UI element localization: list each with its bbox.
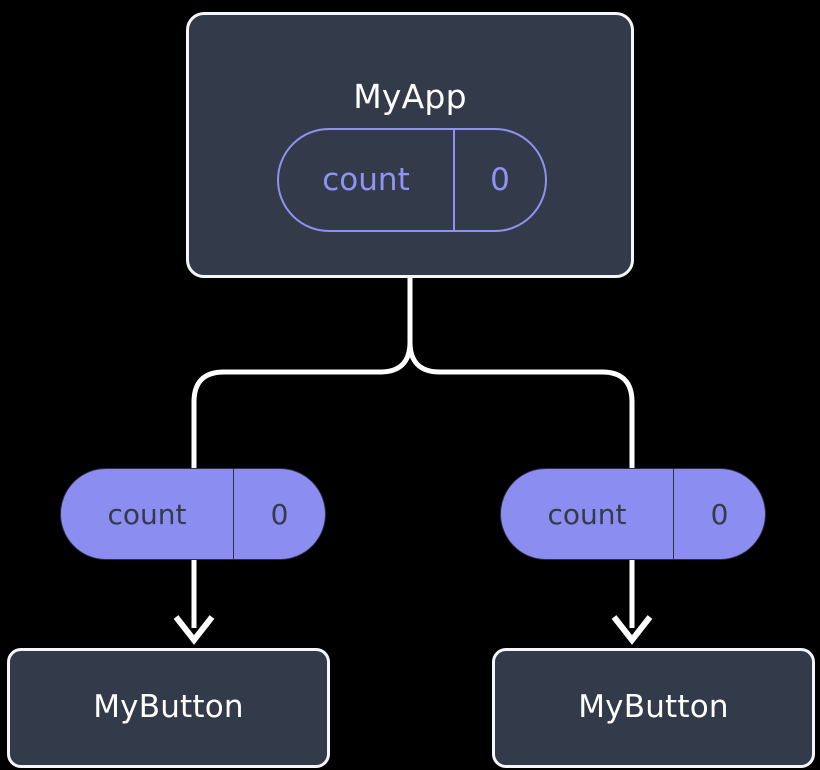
child-left-component-label: MyButton (93, 689, 244, 725)
root-component-label: MyApp (353, 77, 467, 116)
root-state-key: count (279, 130, 455, 230)
child-right-state-value: 0 (710, 497, 729, 531)
connector-branch-right (407, 341, 635, 474)
child-left-state-pill[interactable]: count 0 (60, 468, 326, 560)
root-state-pill[interactable]: count 0 (277, 128, 547, 232)
root-state-value: 0 (490, 162, 510, 198)
child-right-component-card[interactable]: MyButton (492, 648, 815, 768)
child-right-state-key: count (501, 469, 674, 559)
connector-branch-left (191, 341, 413, 474)
child-left-state-value: 0 (270, 497, 289, 531)
child-left-state-key: count (61, 469, 234, 559)
child-right-state-pill[interactable]: count 0 (500, 468, 766, 560)
arrowhead-left (173, 615, 215, 645)
arrowhead-right (611, 615, 653, 645)
child-left-component-card[interactable]: MyButton (7, 648, 330, 768)
child-right-component-label: MyButton (578, 689, 729, 725)
